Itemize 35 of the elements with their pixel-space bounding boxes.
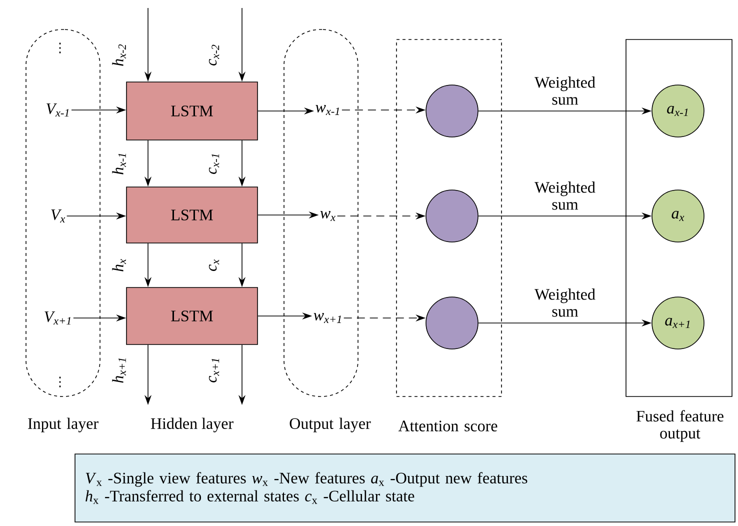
attention-circle [426,84,478,138]
lstm-box: LSTM [126,287,258,345]
edge-label: h$_{x-2}$ [112,44,126,66]
edge-label: c$_{x-1}$ [208,154,220,174]
output-label: w$_{x}$ [320,211,336,221]
input-label: V$_{x+1}$ [44,311,70,325]
output-label: w$_{x+1}$ [314,313,341,323]
edge-label: h$_{x-1}$ [112,154,126,174]
edge-label: c$_{x-2}$ [208,44,220,66]
legend-box: V$_{x}$ -Single view features w$_{x}$ -New features a$_{x}$ -Output new features h$_{x}$ -Transferred to external states c$_{x}$ -Cellular state [74,454,736,522]
edge-label: Weighted sum [534,288,596,317]
lstm-box: LSTM [126,186,258,244]
layer-caption: Input layer [28,418,98,432]
layer-caption: Hidden layer [150,418,234,432]
edge-label: h$_{x}$ [112,259,126,272]
layer-caption: Fused feature output [636,410,724,442]
edge-label: Weighted sum [534,76,596,105]
input-label: V$_{x-1}$ [46,103,69,117]
output-layer-capsule [284,29,358,397]
input-label: V$_{x}$ [51,209,66,223]
edge-label: Weighted sum [534,182,596,210]
edge-label: c$_{x+1}$ [208,358,220,382]
attention-box [396,39,502,397]
fused-output-box [626,39,732,397]
output-label: w$_{x-1}$ [316,105,340,115]
ellipsis-dots: ⋮ [59,42,61,54]
ellipsis-dots: ⋮ [59,376,61,388]
attention-circle [426,296,478,350]
edge-label: c$_{x}$ [208,259,220,271]
lstm-box: LSTM [126,82,258,140]
edge-label: h$_{x+1}$ [112,358,126,383]
layer-caption: Attention score [398,420,498,432]
layer-caption: Output layer [290,418,371,432]
attention-circle [426,190,478,242]
input-layer-capsule [26,29,100,397]
